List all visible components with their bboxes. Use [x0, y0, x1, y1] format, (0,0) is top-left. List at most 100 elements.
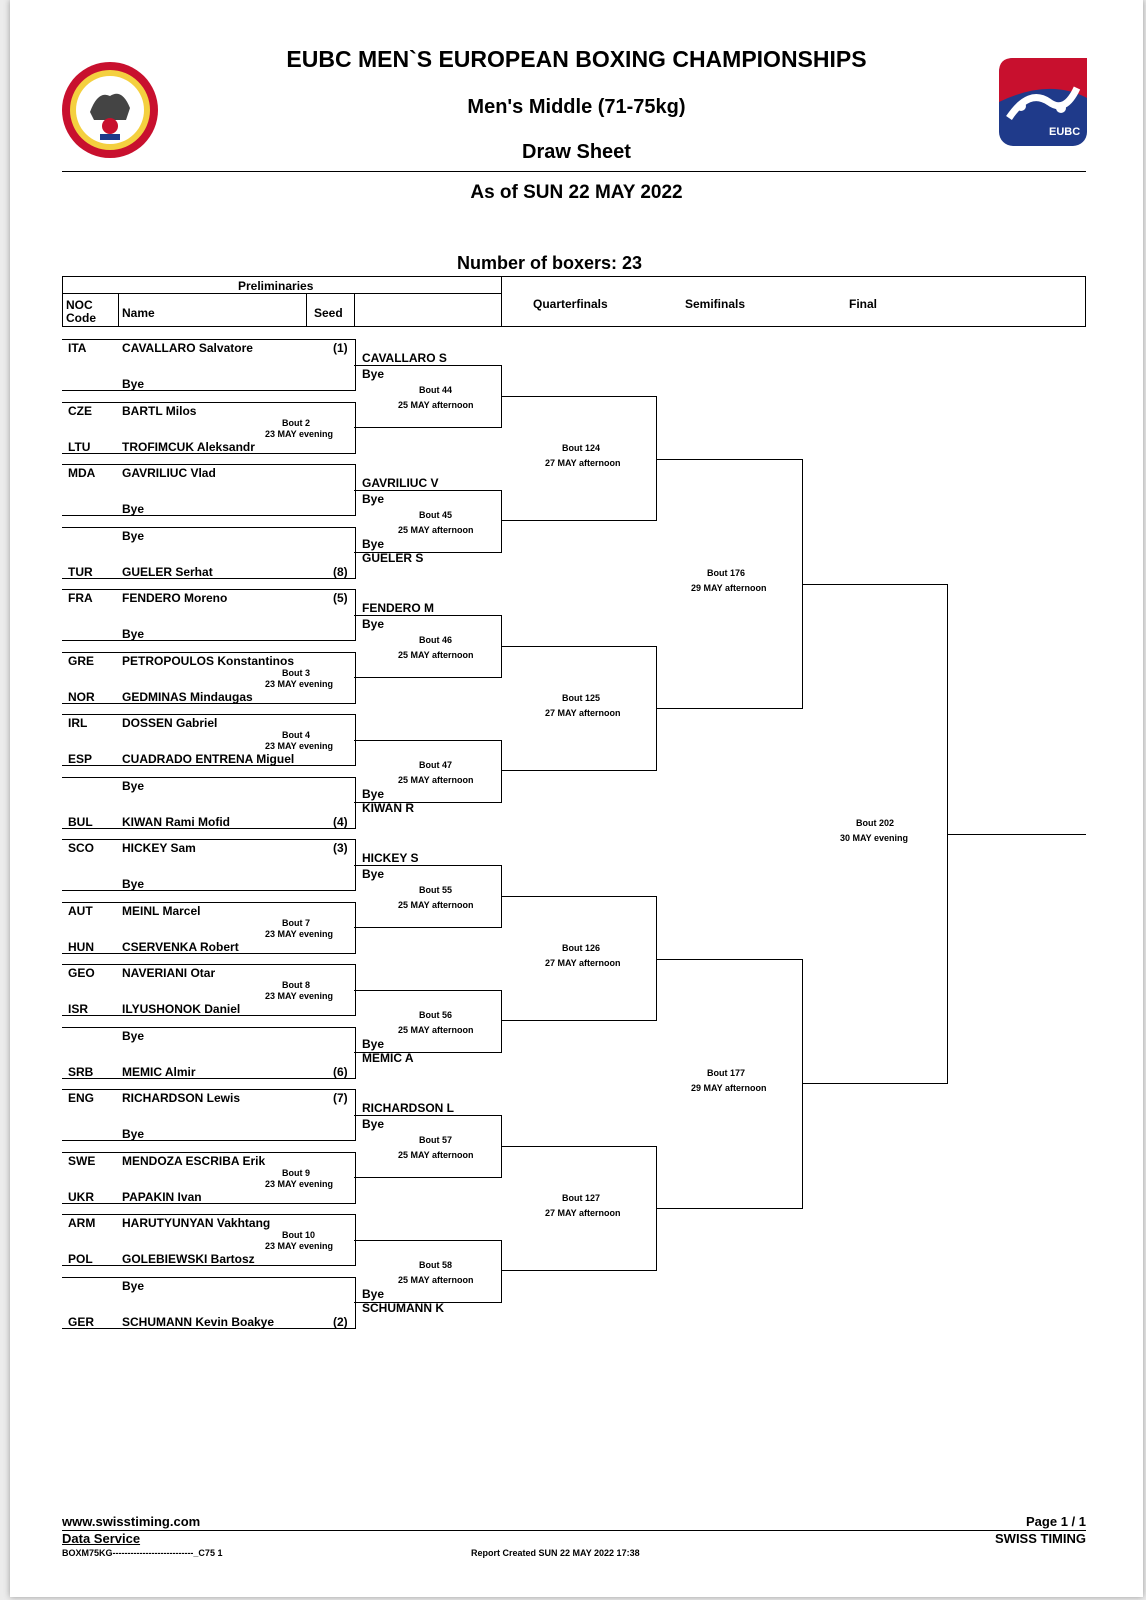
- prelim-pair-top-line: [62, 839, 356, 840]
- entry-name: TROFIMCUK Aleksandr: [122, 439, 255, 454]
- entry-name: PETROPOULOS Konstantinos: [122, 653, 295, 668]
- table-header-box: [62, 276, 1086, 327]
- entry-name: Bye: [122, 627, 145, 641]
- entry-noc: ESP: [68, 752, 93, 766]
- prelim-pair-top-line: [62, 339, 356, 340]
- as-of-date: As of SUN 22 MAY 2022: [470, 182, 683, 203]
- sf-bout-number: Bout 177: [707, 1067, 746, 1078]
- weight-class: Men's Middle (71-75kg): [467, 96, 686, 118]
- entry-noc: GRE: [68, 653, 95, 668]
- prelim-bout-date: 23 MAY evening: [265, 678, 334, 689]
- entry-name: Bye: [122, 528, 145, 543]
- prelim-pair-box: [62, 526, 356, 579]
- prelim-pair-top-line: [62, 1151, 356, 1153]
- entry-seed: (3): [333, 841, 348, 855]
- r16-bout-date: 25 MAY afternoon: [398, 525, 474, 535]
- r16-bottom-winner: SCHUMANN K: [362, 1300, 444, 1315]
- r16-bottom-bye: Bye: [362, 1286, 385, 1301]
- entry-noc: GEO: [68, 966, 95, 980]
- r16-bottom-winner: GUELER S: [362, 550, 424, 565]
- qf-bout-number: Bout 125: [562, 692, 601, 703]
- entry-name: Bye: [122, 1278, 145, 1293]
- prelim-bout-number: Bout 3: [282, 667, 310, 678]
- r16-bout-number: Bout 46: [419, 635, 453, 645]
- entry-name: GEDMINAS Mindaugas: [122, 689, 253, 704]
- qf-bout-date: 27 MAY afternoon: [545, 707, 621, 718]
- prelim-pair-box: [62, 1151, 356, 1204]
- prelim-pair-box: [62, 776, 356, 829]
- entry-noc: GER: [68, 1314, 95, 1329]
- entry-noc: SRB: [68, 1064, 94, 1079]
- prelim-pair-top-line: [62, 964, 356, 965]
- prelim-pair-top-line: [62, 1089, 356, 1090]
- code-header: Code: [66, 311, 96, 325]
- prelim-bout-number: Bout 8: [282, 980, 310, 990]
- number-of-boxers: Number of boxers: 23: [457, 253, 643, 273]
- r16-bout-number: Bout 47: [419, 760, 453, 770]
- r16-top-bye: Bye: [362, 367, 385, 381]
- r16-box: [354, 490, 502, 553]
- qf-bout-number: Bout 124: [562, 442, 601, 453]
- entry-seed: (7): [333, 1091, 348, 1105]
- entry-name: Bye: [122, 778, 145, 793]
- r16-bottom-bye: Bye: [362, 536, 385, 551]
- qf-bout-number: Bout 127: [562, 1192, 601, 1203]
- r16-bout-number: Bout 55: [419, 885, 453, 895]
- prelim-bout-number: Bout 2: [282, 417, 310, 428]
- prelim-pair-box: [62, 901, 356, 954]
- footer-code: BOXM75KG---------------------------_C75 …: [62, 1548, 223, 1558]
- footer-report-created: Report Created SUN 22 MAY 2022 17:38: [471, 1548, 640, 1558]
- entry-noc: LTU: [68, 439, 91, 454]
- entry-noc: NOR: [68, 689, 95, 704]
- prelim-bout-date: 23 MAY evening: [265, 741, 334, 751]
- r16-top-winner: CAVALLARO S: [362, 351, 447, 365]
- footer-data-service: Data Service: [62, 1531, 141, 1546]
- entry-noc: SWE: [68, 1153, 96, 1168]
- r16-bout-date: 25 MAY afternoon: [398, 650, 474, 660]
- prelim-bout-date: 23 MAY evening: [265, 428, 334, 439]
- r16-bottom-winner: MEMIC A: [362, 1050, 414, 1065]
- footer-website: www.swisstiming.com: [62, 1514, 201, 1529]
- doc-type: Draw Sheet: [522, 141, 631, 163]
- prelim-bout-date: 23 MAY evening: [265, 991, 334, 1001]
- entry-noc: HUN: [68, 939, 94, 954]
- draw-sheet-page: EUBC EUBC MEN`S EUROPEAN BOXING CHAMPION…: [10, 0, 1143, 1597]
- entry-name: CSERVENKA Robert: [122, 939, 239, 954]
- r16-bottom-bye: Bye: [362, 786, 385, 801]
- entry-noc: UKR: [68, 1189, 94, 1204]
- prelim-bout-number: Bout 9: [282, 1167, 310, 1178]
- prelim-pair-top-line: [62, 1026, 356, 1028]
- entry-name: SCHUMANN Kevin Boakye: [122, 1314, 275, 1329]
- champion-line: [947, 833, 1086, 835]
- r16-bout-number: Bout 58: [419, 1260, 453, 1270]
- r16-top-winner: RICHARDSON L: [362, 1101, 454, 1115]
- r16-bout-date: 25 MAY afternoon: [398, 1150, 474, 1160]
- eubc-logo-text: EUBC: [1049, 126, 1081, 138]
- entry-noc: ITA: [68, 341, 87, 355]
- sf-box: [656, 958, 803, 1209]
- entry-noc: AUT: [68, 903, 93, 918]
- r16-top-bye: Bye: [362, 617, 385, 631]
- r16-box: [354, 990, 502, 1053]
- prelim-pair-top-line: [62, 1276, 356, 1278]
- entry-name: NAVERIANI Otar: [122, 966, 216, 980]
- entry-name: MEMIC Almir: [122, 1064, 196, 1079]
- entry-name: DOSSEN Gabriel: [122, 716, 218, 730]
- r16-bout-date: 25 MAY afternoon: [398, 400, 474, 410]
- entry-name: GAVRILIUC Vlad: [122, 466, 216, 480]
- prelim-pair-top-line: [62, 464, 356, 465]
- header-rule: [62, 171, 1086, 172]
- prelim-bout-date: 23 MAY evening: [265, 1178, 334, 1189]
- entry-noc: IRL: [68, 716, 88, 730]
- entry-noc: MDA: [68, 466, 96, 480]
- r16-bout-number: Bout 44: [419, 385, 453, 395]
- entry-name: Bye: [122, 1028, 145, 1043]
- semifinals-header: Semifinals: [685, 297, 746, 311]
- prelim-pair-box: [62, 1276, 356, 1329]
- entry-name: GOLEBIEWSKI Bartosz: [122, 1252, 255, 1266]
- prelim-bout-date: 23 MAY evening: [265, 1241, 334, 1251]
- prelim-pair-box: [62, 1026, 356, 1079]
- entry-noc: SCO: [68, 841, 95, 855]
- sf-bout-date: 29 MAY afternoon: [691, 1082, 767, 1093]
- r16-bout-number: Bout 56: [419, 1010, 453, 1020]
